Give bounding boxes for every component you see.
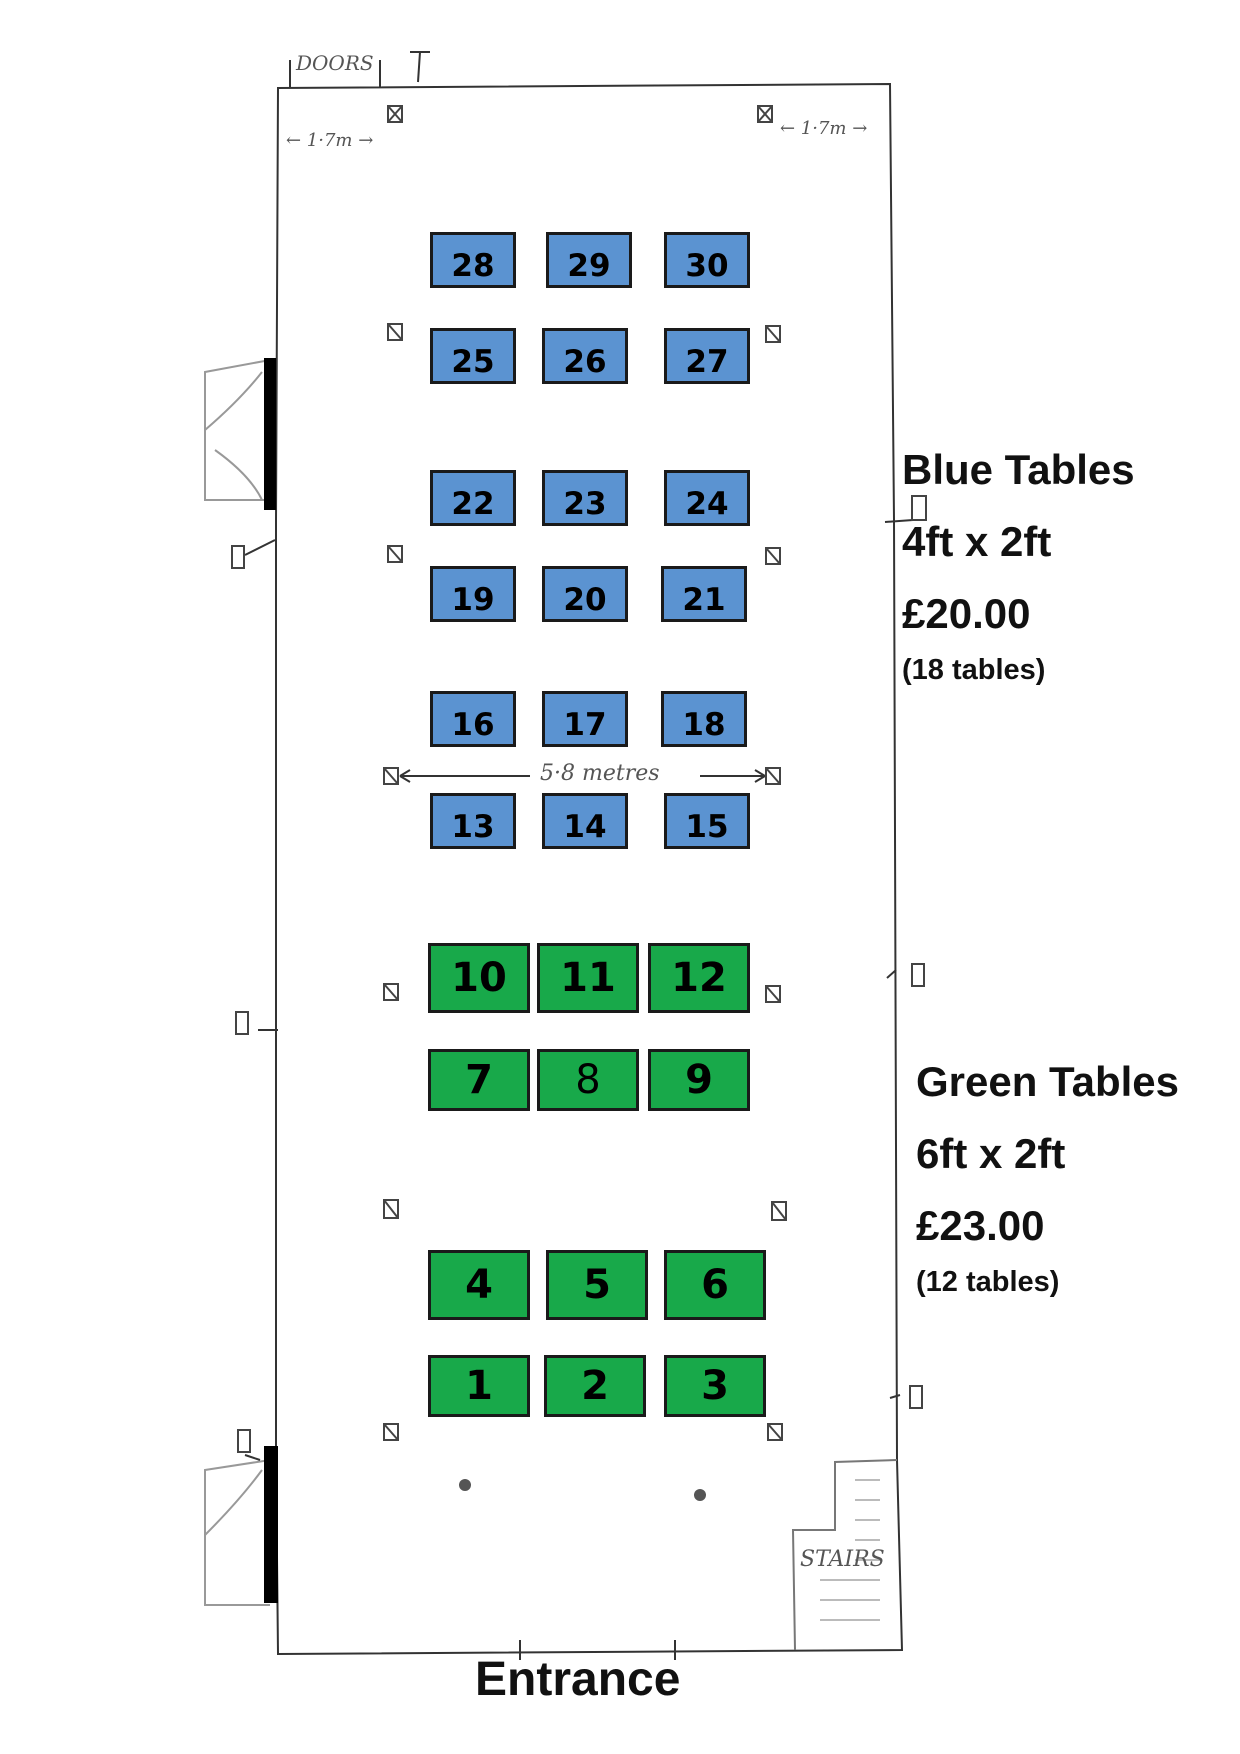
- green-tables-price: £23.00: [916, 1202, 1045, 1249]
- green-tables-info: Green Tables 6ft x 2ft £23.00 (12 tables…: [916, 1046, 1179, 1302]
- table-10: 10: [428, 943, 530, 1013]
- green-tables-size: 6ft x 2ft: [916, 1130, 1066, 1177]
- room-outline: [275, 82, 904, 1656]
- table-15: 15: [664, 793, 750, 849]
- table-21: 21: [661, 566, 747, 622]
- table-12: 12: [648, 943, 750, 1013]
- table-22: 22: [430, 470, 516, 526]
- table-19: 19: [430, 566, 516, 622]
- blue-tables-size: 4ft x 2ft: [902, 518, 1052, 565]
- width-dimension: 5·8 metres: [540, 761, 660, 786]
- top-right-dimension: ← 1·7m →: [780, 118, 867, 139]
- stairs-label: STAIRS: [800, 1547, 885, 1572]
- green-tables-count: (12 tables): [916, 1266, 1060, 1298]
- blue-tables-count: (18 tables): [902, 654, 1046, 686]
- table-28: 28: [430, 232, 516, 288]
- table-23: 23: [542, 470, 628, 526]
- table-17: 17: [542, 691, 628, 747]
- top-left-dimension: ← 1·7m →: [286, 130, 373, 151]
- wall-door-bottom: [264, 1446, 278, 1603]
- table-25: 25: [430, 328, 516, 384]
- stairs-outline: [791, 1459, 898, 1651]
- table-29: 29: [546, 232, 632, 288]
- table-8: 8: [537, 1049, 639, 1111]
- entrance-label: Entrance: [475, 1653, 681, 1706]
- table-2: 2: [544, 1355, 646, 1417]
- table-13: 13: [430, 793, 516, 849]
- table-9: 9: [648, 1049, 750, 1111]
- blue-tables-title: Blue Tables: [902, 446, 1135, 493]
- table-18: 18: [661, 691, 747, 747]
- green-tables-title: Green Tables: [916, 1058, 1179, 1105]
- table-1: 1: [428, 1355, 530, 1417]
- blue-tables-info: Blue Tables 4ft x 2ft £20.00 (18 tables): [902, 434, 1135, 690]
- table-6: 6: [664, 1250, 766, 1320]
- table-5: 5: [546, 1250, 648, 1320]
- table-24: 24: [664, 470, 750, 526]
- table-14: 14: [542, 793, 628, 849]
- table-20: 20: [542, 566, 628, 622]
- blue-tables-price: £20.00: [902, 590, 1031, 637]
- table-30: 30: [664, 232, 750, 288]
- table-27: 27: [664, 328, 750, 384]
- doors-label: DOORS: [295, 51, 374, 75]
- wall-door-top: [264, 358, 276, 510]
- table-26: 26: [542, 328, 628, 384]
- table-7: 7: [428, 1049, 530, 1111]
- table-4: 4: [428, 1250, 530, 1320]
- table-16: 16: [430, 691, 516, 747]
- table-11: 11: [537, 943, 639, 1013]
- table-3: 3: [664, 1355, 766, 1417]
